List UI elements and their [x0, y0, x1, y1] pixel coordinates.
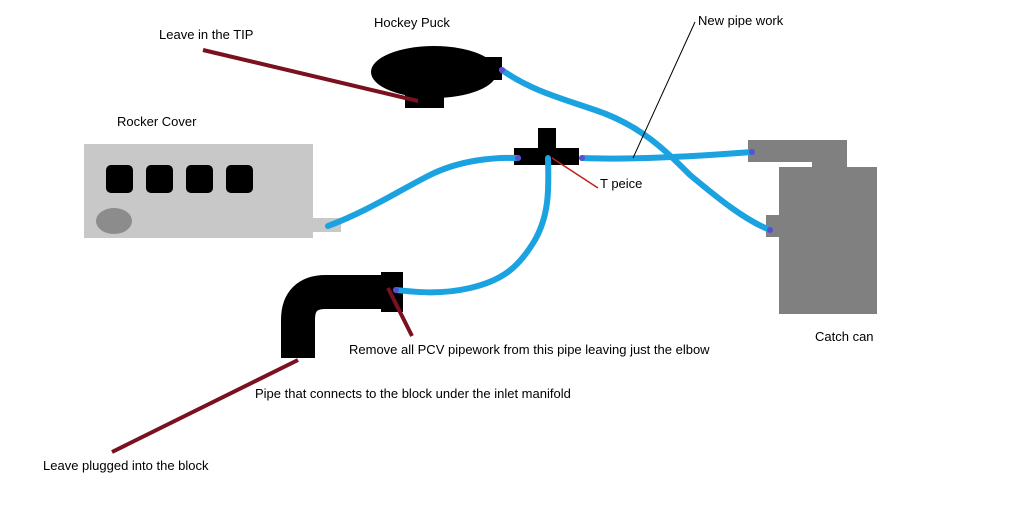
rocker-cover-port-2 [146, 165, 173, 193]
rocker-cover-port-1 [106, 165, 133, 193]
pointer-leave-plugged [111, 358, 299, 454]
rocker-cover-port-4 [226, 165, 253, 193]
label-leave-in-tip: Leave in the TIP [159, 27, 254, 42]
hose-puck-to-catch-can [499, 67, 773, 233]
label-hockey-puck: Hockey Puck [374, 15, 450, 30]
label-remove-pcv: Remove all PCV pipework from this pipe l… [349, 342, 710, 357]
hose-t-to-elbow [393, 155, 552, 296]
block-elbow-pipe [281, 275, 402, 358]
hockey-puck-tip [405, 93, 444, 108]
hose-end-t-left [515, 155, 521, 161]
catch-can-top-inlet [748, 140, 847, 162]
catch-can-neck [812, 158, 847, 170]
hose-end-catch-can-side [767, 227, 773, 233]
hose-end-puck [499, 67, 505, 73]
hockey-puck-outlet [470, 57, 502, 80]
hose-t-to-catch-can-top [579, 149, 755, 162]
t-piece-stem [538, 128, 556, 150]
label-catch-can: Catch can [815, 329, 874, 344]
hockey-puck-body [371, 46, 497, 98]
hose-rocker-to-t [325, 154, 521, 229]
label-rocker-cover: Rocker Cover [117, 114, 197, 129]
rocker-cover-oil-cap [96, 208, 132, 234]
hose-end-elbow [393, 287, 399, 293]
label-t-piece: T peice [600, 176, 643, 191]
pointer-leave-in-tip [202, 48, 419, 103]
hose-end-t-right [579, 155, 585, 161]
pointer-new-pipe-work [632, 21, 696, 159]
label-pipe-block: Pipe that connects to the block under th… [255, 386, 571, 401]
rocker-cover-port-3 [186, 165, 213, 193]
catch-can-body [779, 167, 877, 314]
label-new-pipe-work: New pipe work [698, 13, 784, 28]
hose-end-catch-can-top [749, 149, 755, 155]
catch-can-side-inlet [766, 215, 782, 237]
pointer-remove-pcv [386, 287, 414, 337]
label-leave-plugged: Leave plugged into the block [43, 458, 209, 473]
pointer-t-piece [551, 157, 599, 189]
